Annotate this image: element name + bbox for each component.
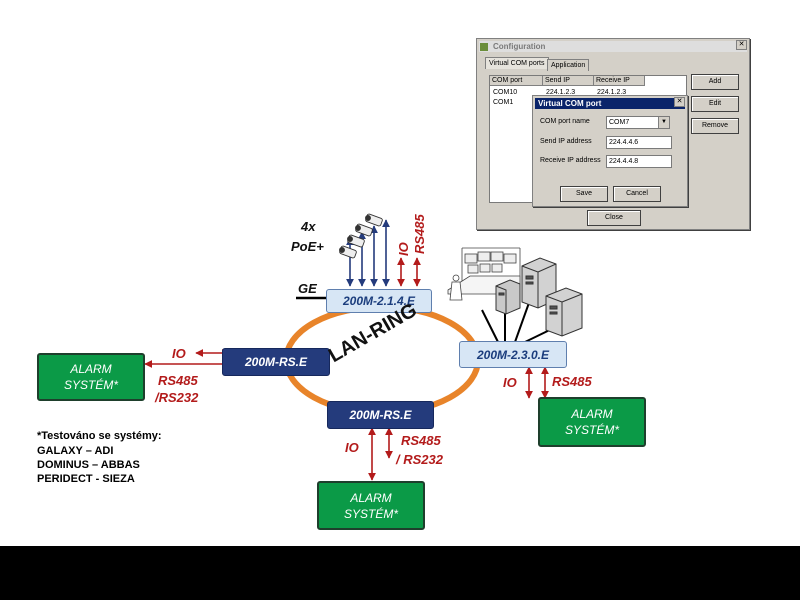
configuration-close-icon[interactable]: ✕: [736, 40, 747, 50]
row2-com[interactable]: COM1: [493, 99, 514, 106]
camera-icon-1: [365, 213, 383, 227]
bottom-rs232-label: / RS232: [396, 452, 443, 467]
vcom-titlebar: Virtual COM port: [535, 98, 685, 109]
alarm-left-line1: ALARM: [70, 362, 112, 376]
alarm-right-line2: SYSTÉM*: [564, 423, 619, 437]
receive-ip-label: Receive IP address: [540, 157, 601, 164]
alarm-right-line1: ALARM: [571, 407, 613, 421]
col-com-port[interactable]: COM port: [490, 76, 543, 86]
server-icon-3: [545, 287, 583, 337]
server-icon-1: [495, 279, 521, 315]
edit-button[interactable]: Edit: [691, 96, 739, 112]
receive-ip-input[interactable]: 224.4.4.8: [606, 155, 672, 168]
diagram-canvas: 200M-2.1.4.E 200M-RS.E 200M-2.3.0.E 200M…: [0, 0, 800, 546]
left-rs232-label: /RS232: [155, 390, 199, 405]
switch-left-node: 200M-RS.E: [222, 348, 330, 376]
top-io-label: IO: [396, 242, 411, 256]
notes-header: *Testováno se systémy:: [37, 430, 162, 442]
camera-icon-4: [339, 245, 357, 259]
vcom-close-icon[interactable]: ✕: [674, 97, 685, 107]
notes-line2: DOMINUS – ABBAS: [37, 459, 140, 471]
com-port-select-value: COM7: [609, 119, 630, 126]
chevron-down-icon[interactable]: ▼: [658, 117, 669, 128]
com-port-select[interactable]: COM7 ▼: [606, 116, 670, 129]
left-rs485-label: RS485: [158, 373, 198, 388]
switch-right-node: 200M-2.3.0.E: [459, 341, 567, 368]
remove-button[interactable]: Remove: [691, 118, 739, 134]
alarm-left-line2: SYSTÉM*: [63, 378, 118, 392]
cancel-button[interactable]: Cancel: [613, 186, 661, 202]
switch-top-label: 200M-2.1.4.E: [342, 294, 416, 308]
bottom-io-label: IO: [345, 440, 359, 455]
row1-send[interactable]: 224.1.2.3: [546, 89, 576, 96]
switch-right-label: 200M-2.3.0.E: [476, 347, 550, 362]
save-button[interactable]: Save: [560, 186, 608, 202]
switch-bottom-label: 200M-RS.E: [349, 408, 412, 422]
com-port-name-label: COM port name: [540, 118, 590, 125]
tab-virtual-com-ports[interactable]: Virtual COM ports: [485, 57, 549, 69]
diagram-lines: [144, 213, 583, 481]
send-ip-label: Send IP address: [540, 138, 592, 145]
send-ip-input[interactable]: 224.4.4.6: [606, 136, 672, 149]
alarm-system-bottom: ALARM SYSTÉM*: [317, 481, 425, 530]
tab-application[interactable]: Application: [547, 59, 590, 71]
row1-com[interactable]: COM10: [493, 89, 518, 96]
alarm-bottom-line1: ALARM: [350, 490, 392, 505]
add-button[interactable]: Add: [691, 74, 739, 90]
alarm-bottom-line2: SYSTÉM*: [343, 506, 398, 521]
alarm-system-left: ALARM SYSTÉM*: [37, 353, 145, 401]
notes-line1: GALAXY – ADI: [37, 445, 114, 457]
col-send-ip[interactable]: Send IP: [543, 76, 594, 86]
poe-label: PoE+: [291, 239, 324, 254]
app-icon: [480, 43, 488, 51]
right-io-label: IO: [503, 375, 517, 390]
configuration-title: Configuration: [493, 42, 546, 51]
close-button[interactable]: Close: [587, 210, 641, 226]
switch-left-label: 200M-RS.E: [244, 355, 308, 369]
top-rs485-label: RS485: [412, 214, 427, 254]
ge-label: GE: [298, 281, 317, 296]
left-io-label: IO: [172, 346, 186, 361]
col-receive-ip[interactable]: Receive IP: [594, 76, 645, 86]
vcom-title: Virtual COM port: [538, 99, 602, 108]
bottom-rs485-label: RS485: [401, 433, 441, 448]
configuration-titlebar: Configuration: [479, 41, 747, 52]
row1-receive[interactable]: 224.1.2.3: [597, 89, 627, 96]
camera-icon-2: [355, 223, 373, 237]
virtual-com-dialog: Virtual COM port ✕ COM port name COM7 ▼ …: [532, 95, 688, 207]
alarm-system-right: ALARM SYSTÉM*: [538, 397, 646, 447]
camera-icon-3: [347, 234, 365, 248]
switch-top-node: 200M-2.1.4.E: [326, 289, 432, 313]
switch-bottom-node: 200M-RS.E: [327, 401, 434, 429]
poe-count-label: 4x: [301, 219, 316, 234]
right-rs485-label: RS485: [552, 374, 592, 389]
notes-line3: PERIDECT - SIEZA: [37, 473, 135, 485]
